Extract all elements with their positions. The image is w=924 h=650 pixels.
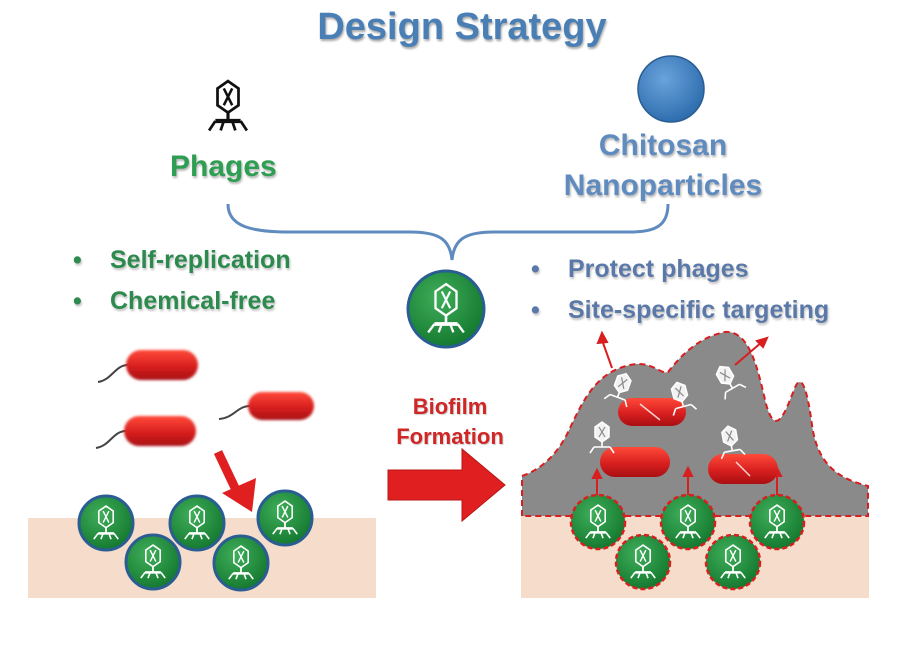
biofilm-formation-arrow-icon xyxy=(387,447,506,523)
bacterium-shape-icon xyxy=(218,392,314,420)
bullet-dot-icon: • xyxy=(531,255,540,283)
list-item: •Site-specific targeting xyxy=(528,290,829,331)
phage-benefits-list: •Self-replication •Chemical-free xyxy=(70,240,291,322)
left-nanoparticle-cluster xyxy=(77,489,314,592)
embedded-bacteria xyxy=(600,398,778,484)
nanoparticle-circle-icon xyxy=(637,55,705,123)
bullet-dot-icon: • xyxy=(73,246,82,274)
attach-arrow-icon xyxy=(213,450,256,512)
nanoparticle-benefits-list: •Protect phages •Site-specific targeting xyxy=(528,249,829,331)
phage-icon xyxy=(209,81,247,130)
release-arrows xyxy=(591,330,783,497)
phages-label: Phages xyxy=(170,150,277,183)
bacterium-shape-icon xyxy=(95,416,196,449)
biofilm-matrix xyxy=(521,330,869,517)
right-nanoparticle-cluster xyxy=(569,493,806,591)
bacterium-shape-icon xyxy=(97,350,198,383)
biofilm-formation-label: Biofilm Formation xyxy=(396,394,504,449)
list-item: •Protect phages xyxy=(528,249,829,290)
list-item: •Chemical-free xyxy=(70,281,291,322)
combining-brace xyxy=(226,203,670,261)
chitosan-nanoparticles-label: Chitosan Nanoparticles xyxy=(563,129,763,202)
bullet-dot-icon: • xyxy=(531,296,540,324)
phage-loaded-nanoparticle-icon xyxy=(406,269,486,349)
bullet-dot-icon: • xyxy=(73,287,82,315)
page-title: Design Strategy xyxy=(317,6,607,48)
list-item: •Self-replication xyxy=(70,240,291,281)
